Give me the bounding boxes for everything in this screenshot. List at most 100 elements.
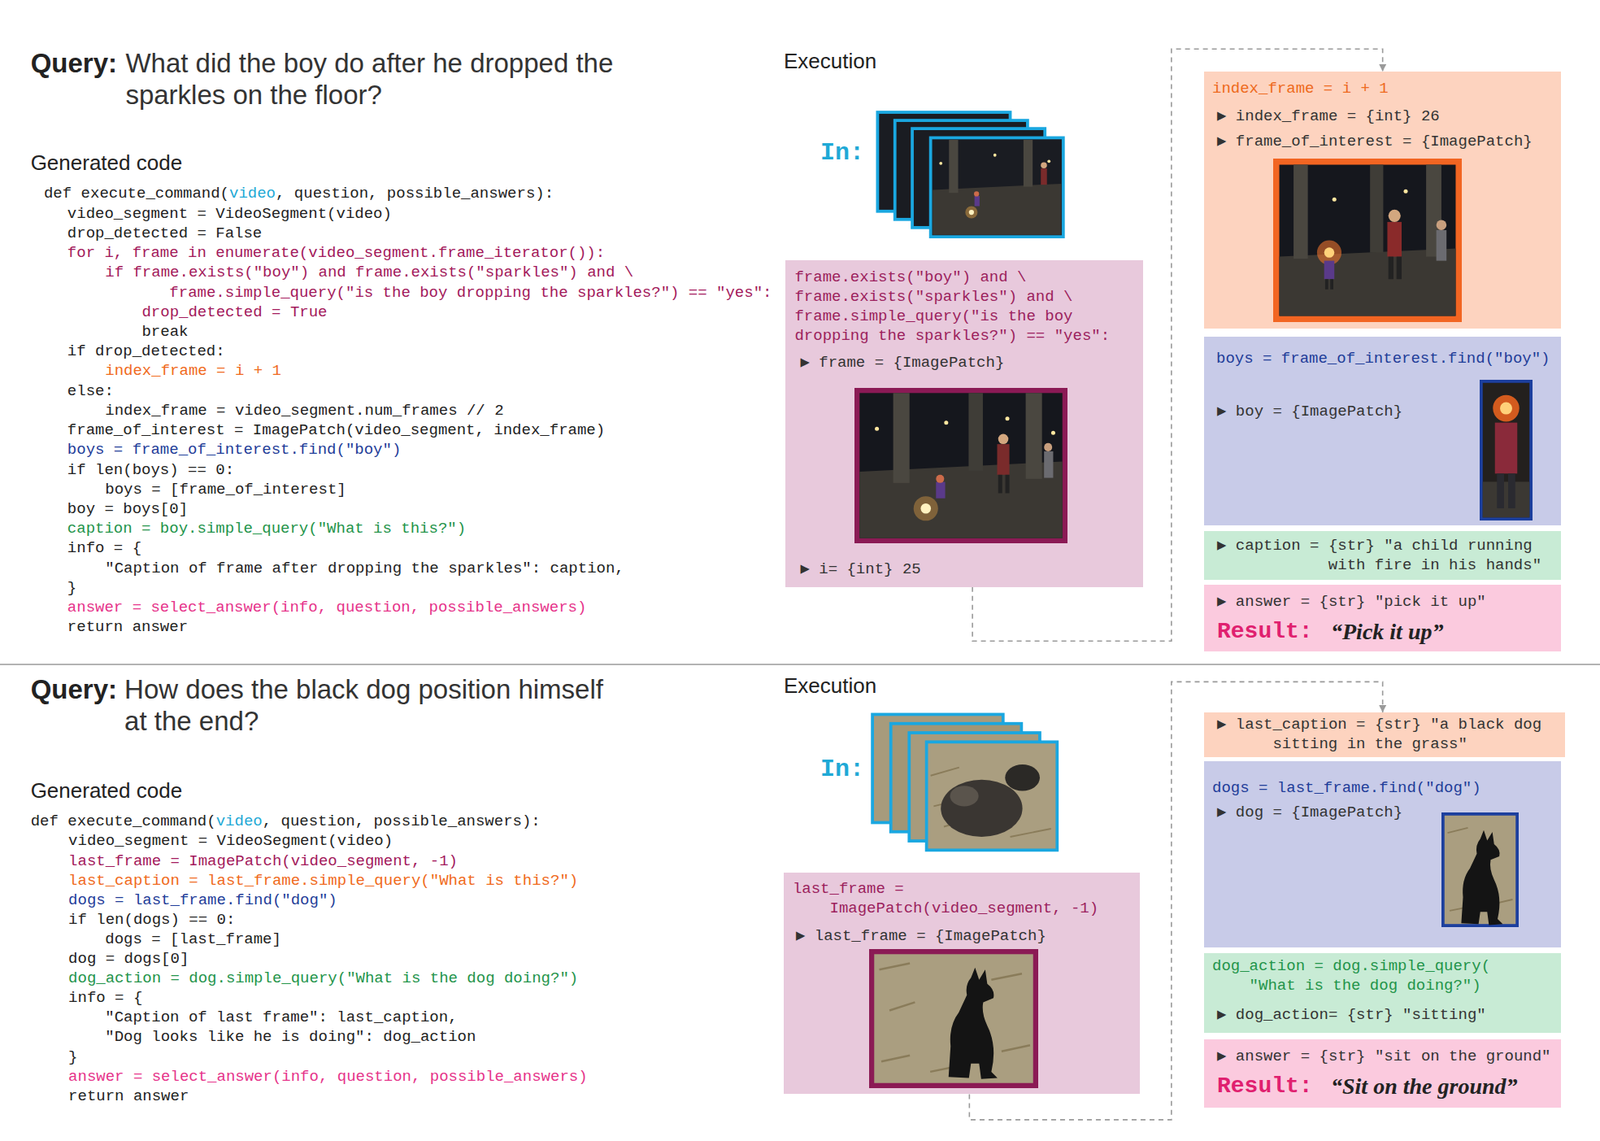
code-text: } <box>68 1047 78 1066</box>
code-text: index_frame = video_segment.num_frames /… <box>104 401 504 420</box>
execution-box: ▶ last_caption = {str} "a black dog sitt… <box>1204 712 1566 757</box>
code-text: video_segment = VideoSegment(video) <box>68 831 393 850</box>
execution-box: dogs = last_frame.find("dog")▶ dog = {Im… <box>1204 760 1561 947</box>
crop-image <box>1441 812 1519 927</box>
code-text: drop_detected = True <box>141 303 327 322</box>
illustration-part <box>869 948 1039 1088</box>
code-line: break <box>141 321 188 342</box>
illustration-part <box>1332 197 1337 202</box>
code-line: if len(dogs) == 0: <box>68 909 235 930</box>
illustration-part <box>1496 473 1505 509</box>
illustration-part <box>1369 164 1383 253</box>
query-heading: Query: <box>30 47 118 79</box>
code-line: caption = boy.simple_query("What is this… <box>67 518 466 539</box>
code-text: boy = boys[0] <box>67 500 188 518</box>
box-text: ▶ index_frame = {int} 26 <box>1217 106 1440 127</box>
input-label: In: <box>820 754 865 784</box>
illustration-part <box>1040 162 1048 170</box>
code-text: dogs = [last_frame] <box>104 930 282 948</box>
illustration-part <box>1386 221 1402 257</box>
illustration-part <box>873 953 1033 1083</box>
code-text: if frame.exists("boy") and frame.exists(… <box>104 263 634 282</box>
illustration-part <box>1441 812 1519 927</box>
illustration-part <box>1324 247 1335 258</box>
code-text: info = { <box>67 539 142 557</box>
illustration-part <box>1388 256 1394 279</box>
illustration-part <box>1482 382 1531 518</box>
code-line: def execute_command(video, question, pos… <box>43 183 554 204</box>
code-text: for i, frame in enumerate(video_segment.… <box>67 243 605 262</box>
code-line: video_segment = VideoSegment(video) <box>68 830 393 851</box>
illustration-part <box>1279 164 1457 316</box>
code-text: video <box>229 184 276 203</box>
box-text: ▶ frame = {ImagePatch} <box>800 352 1005 373</box>
code-text: "Caption of last frame": last_caption, <box>104 1008 457 1027</box>
illustration-part <box>1436 230 1448 261</box>
illustration-part <box>1005 416 1010 421</box>
illustration-part <box>1047 159 1051 163</box>
illustration-part <box>1396 256 1402 279</box>
code-line: frame_of_interest = ImagePatch(video_seg… <box>67 420 605 440</box>
input-label: In: <box>820 138 865 168</box>
code-text: return answer <box>68 1086 189 1105</box>
query-text: What did the boy do after he dropped the… <box>125 47 654 111</box>
code-text: drop_detected = False <box>67 224 262 243</box>
illustration-part <box>1508 473 1516 509</box>
code-text: return answer <box>67 617 188 636</box>
code-line: boys = frame_of_interest.find("boy") <box>67 439 401 460</box>
code-text: if len(boys) == 0: <box>67 460 235 479</box>
box-text: ▶ answer = {str} "pick it up" <box>1217 591 1487 612</box>
video-frames <box>877 112 1063 237</box>
code-line: if len(boys) == 0: <box>67 460 235 480</box>
box-text: ▶ i= {int} 25 <box>800 559 921 579</box>
illustration-part <box>936 474 945 483</box>
code-text: def execute_command( <box>43 184 230 203</box>
code-text: if drop_detected: <box>67 342 226 361</box>
illustration-part <box>926 741 1058 850</box>
illustration-part <box>1325 278 1329 290</box>
illustration-part <box>969 209 974 215</box>
code-text: index_frame = i + 1 <box>104 361 282 380</box>
illustration-part <box>1495 422 1518 474</box>
illustration-part <box>1492 395 1520 422</box>
illustration-part <box>1044 443 1053 452</box>
code-line: frame.simple_query("is the boy dropping … <box>169 282 772 303</box>
result-value: “Sit on the ground” <box>1330 1072 1518 1100</box>
box-text: dogs = last_frame.find("dog") <box>1212 778 1482 798</box>
illustration-part <box>998 434 1009 445</box>
box-text: last_frame = ImagePatch(video_segment, -… <box>792 878 1109 918</box>
illustration-part <box>1404 189 1409 194</box>
illustration-part <box>950 785 979 806</box>
section-heading: Generated code <box>30 150 183 176</box>
illustration-part <box>974 195 980 207</box>
code-text: dog_action = dog.simple_query("What is t… <box>68 969 579 987</box>
illustration-part <box>860 392 1063 538</box>
code-line: "Dog looks like he is doing": dog_action <box>104 1026 476 1047</box>
query-heading: Query: <box>30 673 118 705</box>
box-text: boys = frame_of_interest.find("boy") <box>1216 348 1550 369</box>
illustration-part <box>1051 430 1056 435</box>
illustration-part <box>1330 278 1334 290</box>
code-line: for i, frame in enumerate(video_segment.… <box>67 243 605 263</box>
code-line: if drop_detected: <box>67 341 226 361</box>
illustration-part <box>965 205 978 218</box>
code-line: return answer <box>68 1086 189 1106</box>
code-text: answer = select_answer(info, question, p… <box>68 1067 588 1086</box>
code-text: def execute_command( <box>30 812 217 831</box>
code-line: dogs = last_frame.find("dog") <box>68 890 338 910</box>
execution-box: frame.exists("boy") and \ frame.exists("… <box>785 260 1143 587</box>
illustration-part <box>1500 402 1513 415</box>
illustration-part <box>1479 379 1533 521</box>
box-text: ▶ caption = {str} "a child running with … <box>1217 535 1551 575</box>
code-line: info = { <box>67 538 142 558</box>
illustration-part <box>973 191 979 196</box>
code-line: boy = boys[0] <box>67 499 188 519</box>
illustration-part <box>1044 451 1054 479</box>
execution-box: last_frame = ImagePatch(video_segment, -… <box>783 872 1140 1094</box>
box-text: dog_action = dog.simple_query( "What is … <box>1212 956 1500 996</box>
code-text: } <box>67 578 77 597</box>
execution-box: ▶ caption = {str} "a child running with … <box>1204 530 1561 580</box>
code-text: last_frame = ImagePatch(video_segment, -… <box>68 852 458 870</box>
code-text: dogs = last_frame.find("dog") <box>68 891 338 909</box>
